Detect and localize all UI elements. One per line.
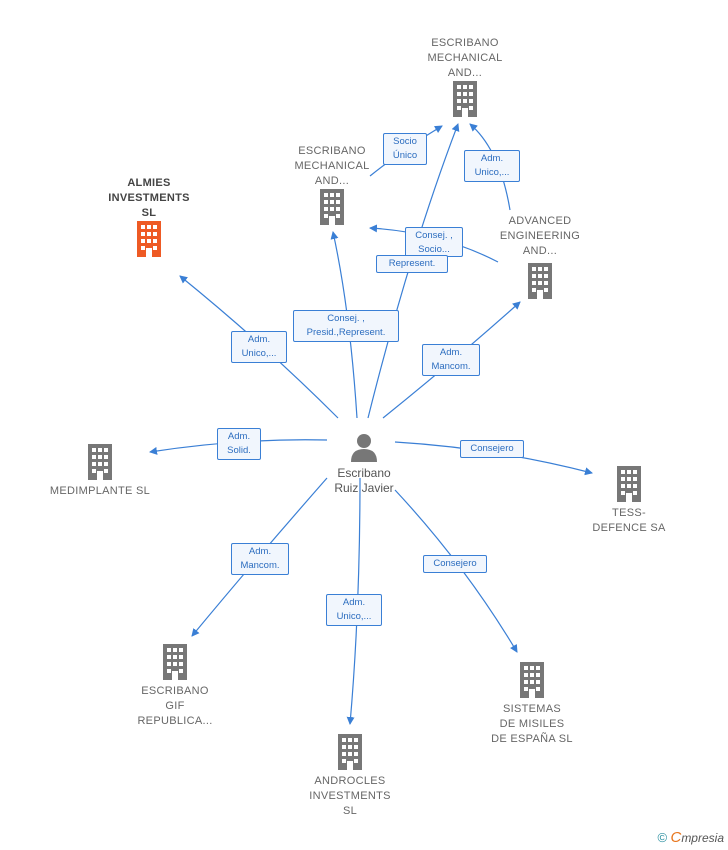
- node-label: ESCRIBANO GIF REPUBLICA...: [137, 685, 213, 727]
- brand-rest: mpresia: [681, 831, 724, 845]
- copyright-icon: ©: [657, 830, 668, 845]
- building-icon: [88, 444, 112, 480]
- edge-label-consejero-sistemas[interactable]: Consejero: [423, 555, 487, 573]
- person-icon: [351, 434, 377, 462]
- building-icon-highlight: [137, 221, 161, 257]
- edge-label-socio-unico[interactable]: Socio Único: [383, 133, 427, 165]
- building-icon: [320, 189, 344, 225]
- node-label: SISTEMAS DE MISILES DE ESPAÑA SL: [491, 703, 573, 745]
- edge-label-adm-unico-advanced[interactable]: Adm. Unico,...: [464, 150, 520, 182]
- footer-brand: © Cmpresia: [658, 829, 724, 846]
- node-advanced-engineering[interactable]: ADVANCED ENGINEERING AND...: [487, 214, 593, 299]
- building-icon: [338, 734, 362, 770]
- building-icon: [528, 263, 552, 299]
- brand-first-letter: C: [670, 829, 682, 846]
- building-icon: [453, 81, 477, 117]
- node-sistemas-misiles[interactable]: SISTEMAS DE MISILES DE ESPAÑA SL: [472, 662, 592, 747]
- edge-label-adm-solid[interactable]: Adm. Solid.: [217, 428, 261, 460]
- edge-label-consej-presid[interactable]: Consej. , Presid.,Represent.: [293, 310, 399, 342]
- node-escribano-gif[interactable]: ESCRIBANO GIF REPUBLICA...: [122, 644, 228, 729]
- edge-label-adm-mancom-advanced[interactable]: Adm. Mancom.: [422, 344, 480, 376]
- node-escribano-mechanical-mid[interactable]: ESCRIBANO MECHANICAL AND...: [279, 144, 385, 225]
- node-label: MEDIMPLANTE SL: [49, 485, 151, 497]
- edge-label-adm-mancom-gif[interactable]: Adm. Mancom.: [231, 543, 289, 575]
- node-androcles[interactable]: ANDROCLES INVESTMENTS SL: [297, 734, 403, 819]
- edge-label-represent[interactable]: Represent.: [376, 255, 448, 273]
- building-icon: [520, 662, 544, 698]
- node-label: ESCRIBANO MECHANICAL AND...: [427, 37, 503, 79]
- node-label: ALMIES INVESTMENTS SL: [108, 177, 190, 219]
- node-tess-defence[interactable]: TESS- DEFENCE SA: [576, 466, 682, 536]
- node-medimplante[interactable]: MEDIMPLANTE SL: [40, 444, 160, 499]
- node-label: TESS- DEFENCE SA: [592, 507, 666, 534]
- node-label: ADVANCED ENGINEERING AND...: [499, 215, 581, 257]
- node-escribano-mechanical-top[interactable]: ESCRIBANO MECHANICAL AND...: [412, 36, 518, 117]
- node-person-center[interactable]: Escribano Ruiz Javier: [314, 432, 414, 496]
- edge-label-consej-socio[interactable]: Consej. , Socio...: [405, 227, 463, 257]
- building-icon: [617, 466, 641, 502]
- edge-label-adm-unico-almies[interactable]: Adm. Unico,...: [231, 331, 287, 363]
- edge-label-adm-unico-androcles[interactable]: Adm. Unico,...: [326, 594, 382, 626]
- person-label: Escribano Ruiz Javier: [334, 466, 394, 495]
- node-label: ANDROCLES INVESTMENTS SL: [309, 775, 391, 817]
- node-label: ESCRIBANO MECHANICAL AND...: [294, 145, 370, 187]
- brand-logo: Cmpresia: [670, 829, 724, 846]
- node-almies-investments[interactable]: ALMIES INVESTMENTS SL: [96, 176, 202, 257]
- building-icon: [163, 644, 187, 680]
- edge-label-consejero-tess[interactable]: Consejero: [460, 440, 524, 458]
